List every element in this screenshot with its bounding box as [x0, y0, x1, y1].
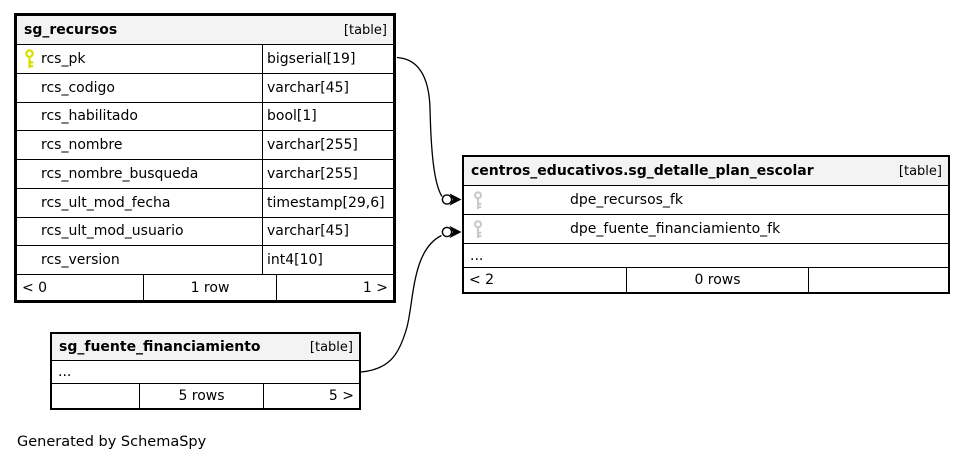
- table-type-badge: [table]: [309, 339, 353, 355]
- table-footer: 5 rows 5 >: [52, 384, 359, 408]
- table-type-badge: [table]: [343, 22, 387, 38]
- column-type: varchar[45]: [262, 73, 393, 102]
- table-footer: < 2 0 rows: [464, 268, 948, 292]
- column-name: dpe_recursos_fk: [570, 192, 683, 208]
- row-count: 0 rows: [626, 268, 808, 292]
- relationship-line-rcs-pk: [396, 56, 462, 206]
- foreign-key-icon: [464, 219, 493, 239]
- fk-arrowhead-icon: [449, 193, 462, 206]
- column-type: bool[1]: [262, 102, 393, 131]
- fk-arrowhead-icon: [449, 225, 462, 239]
- parents-count: [52, 384, 139, 408]
- column-name: dpe_fuente_financiamiento_fk: [570, 221, 781, 237]
- column-type: bigserial[19]: [262, 45, 393, 73]
- hidden-columns-ellipsis: ...: [52, 361, 359, 384]
- hidden-columns-ellipsis: ...: [464, 244, 948, 268]
- column-row-rcs-nombre[interactable]: rcs_nombre varchar[255]: [17, 131, 393, 160]
- column-type: int4[10]: [262, 246, 393, 274]
- children-count: [808, 268, 948, 292]
- column-name: rcs_habilitado: [41, 108, 138, 125]
- table-header: centros_educativos.sg_detalle_plan_escol…: [464, 157, 948, 186]
- table-type-badge: [table]: [898, 163, 942, 179]
- table-header: sg_recursos [table]: [17, 16, 393, 45]
- column-type: varchar[255]: [262, 160, 393, 188]
- column-name: rcs_nombre: [41, 137, 123, 154]
- column-row-rcs-codigo[interactable]: rcs_codigo varchar[45]: [17, 73, 393, 103]
- parents-count: < 2: [469, 272, 495, 288]
- table-title[interactable]: centros_educativos.sg_detalle_plan_escol…: [471, 163, 814, 179]
- foreign-key-icon: [464, 190, 493, 210]
- column-name: rcs_version: [41, 252, 120, 269]
- column-name: rcs_nombre_busqueda: [41, 165, 199, 182]
- column-name: rcs_ult_mod_fecha: [41, 194, 171, 211]
- column-row-rcs-ult-mod-fecha[interactable]: rcs_ult_mod_fecha timestamp[29,6]: [17, 188, 393, 218]
- table-node-sg-fuente-financiamiento[interactable]: sg_fuente_financiamiento [table] ... 5 r…: [50, 332, 361, 410]
- column-row-rcs-nombre-busqueda[interactable]: rcs_nombre_busqueda varchar[255]: [17, 160, 393, 189]
- relationship-curve: [396, 56, 443, 197]
- column-type: varchar[255]: [262, 131, 393, 159]
- column-row-rcs-habilitado[interactable]: rcs_habilitado bool[1]: [17, 102, 393, 132]
- column-row-rcs-pk[interactable]: rcs_pk bigserial[19]: [17, 45, 393, 74]
- zero-or-one-circle-icon: [441, 226, 453, 238]
- primary-key-icon: [17, 49, 41, 69]
- column-type: varchar[45]: [262, 217, 393, 246]
- column-row-rcs-ult-mod-usuario[interactable]: rcs_ult_mod_usuario varchar[45]: [17, 217, 393, 247]
- column-name: rcs_pk: [41, 50, 86, 67]
- parents-count: < 0: [22, 279, 48, 296]
- row-count: 1 row: [143, 275, 276, 300]
- table-node-sg-detalle-plan-escolar[interactable]: centros_educativos.sg_detalle_plan_escol…: [462, 155, 950, 294]
- column-row-dpe-fuente-financiamiento-fk[interactable]: dpe_fuente_financiamiento_fk: [464, 215, 948, 244]
- table-title[interactable]: sg_recursos: [24, 22, 118, 38]
- generator-caption: Generated by SchemaSpy: [17, 434, 207, 450]
- children-count: 5 >: [263, 384, 359, 408]
- row-count: 5 rows: [139, 384, 263, 408]
- column-name: rcs_ult_mod_usuario: [41, 223, 184, 240]
- table-header: sg_fuente_financiamiento [table]: [52, 334, 359, 361]
- column-row-dpe-recursos-fk[interactable]: dpe_recursos_fk: [464, 186, 948, 215]
- table-footer: < 0 1 row 1 >: [17, 274, 393, 300]
- zero-or-one-circle-icon: [441, 194, 453, 205]
- table-node-sg-recursos[interactable]: sg_recursos [table] rcs_pk bigserial[19]…: [14, 13, 396, 303]
- children-count: 1 >: [276, 275, 393, 300]
- table-title[interactable]: sg_fuente_financiamiento: [59, 339, 261, 355]
- column-row-rcs-version[interactable]: rcs_version int4[10]: [17, 246, 393, 275]
- column-name: rcs_codigo: [41, 79, 115, 96]
- column-type: timestamp[29,6]: [262, 188, 393, 217]
